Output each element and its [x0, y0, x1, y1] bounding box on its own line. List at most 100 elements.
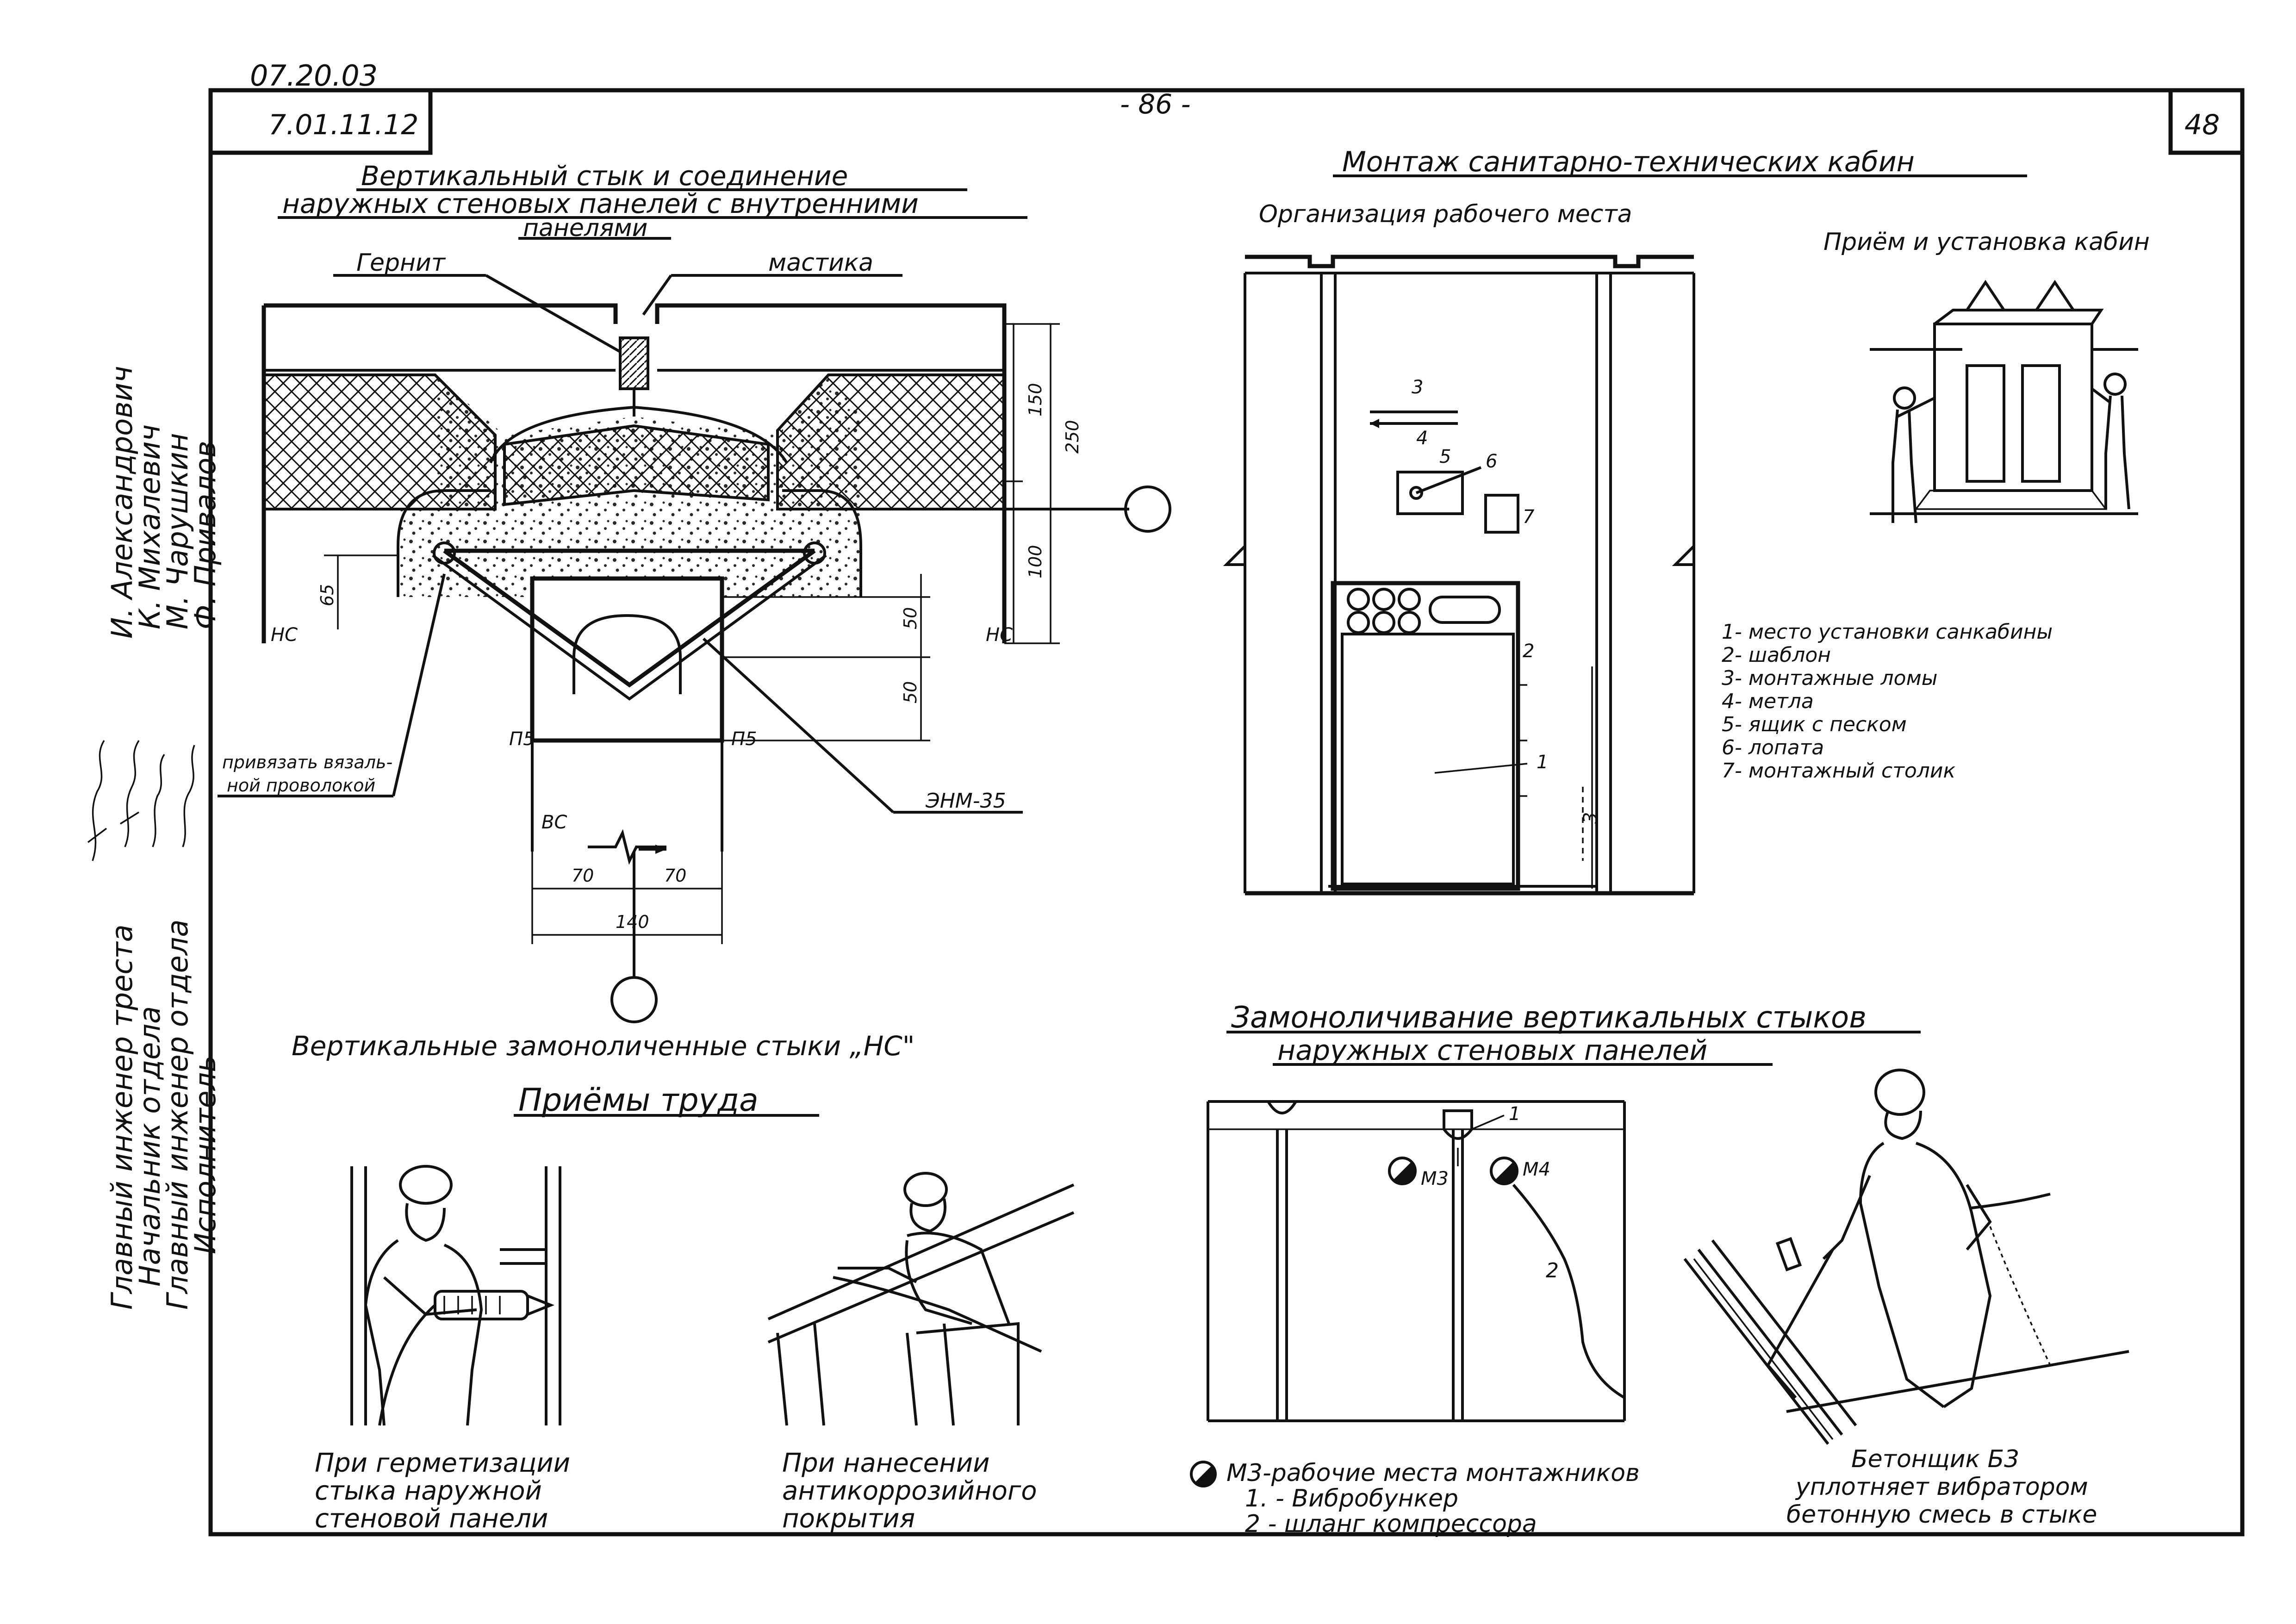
caption-sealing-line3: стеновой панели	[315, 1504, 548, 1534]
worker-coating-figure	[767, 1172, 1075, 1426]
elev-num-2: 2	[1546, 1259, 1559, 1282]
joint-caption: Вертикальные замоноличенные стыки „НС"	[292, 1030, 915, 1062]
label-mastic: мастика	[768, 249, 873, 277]
cabin-lift-sketch	[1870, 280, 2138, 523]
joint-title-line1: Вертикальный стык и соединение	[361, 160, 848, 192]
role-executor: Исполнитель	[188, 1055, 222, 1254]
caption-coating-line2: антикоррозийного	[782, 1476, 1037, 1506]
plan-num-7: 7	[1523, 506, 1535, 528]
label-tie-line2: ной проволокой	[227, 775, 375, 796]
label-gernit: Гернит	[356, 249, 446, 277]
caption-coating-line1: При нанесении	[782, 1448, 990, 1478]
bracket-bar-v	[443, 549, 816, 688]
install-title: Приём и установка кабин	[1823, 228, 2150, 256]
inner-panel	[530, 576, 724, 743]
name-privalov: Ф. Привалов	[188, 441, 222, 629]
plan-num-3b: 3	[1580, 812, 1601, 824]
role-chief-engineer: Главный инженер треста	[105, 924, 139, 1310]
concrete-worker-figure	[1683, 1069, 2129, 1445]
tie-leader	[392, 573, 446, 796]
worker-sealing-figure	[350, 1165, 561, 1426]
sealant-plug	[619, 336, 649, 390]
plan-num-5: 5	[1439, 446, 1451, 467]
bracket-end-right	[803, 541, 826, 565]
concreting-title-line1: Замоноличивание вертикальных стыков	[1231, 1001, 1867, 1035]
sheet-frame	[208, 88, 2245, 1537]
elev-num-1: 1	[1509, 1103, 1520, 1125]
legend-5: 5- ящик с песком	[1722, 713, 1907, 736]
bracket-end-left	[433, 541, 456, 565]
caption-sealing-line2: стыка наружной	[315, 1476, 542, 1506]
signature-block: Главный инженер треста Начальник отдела …	[87, 366, 222, 1310]
role-department-head: Начальник отдела	[133, 1006, 167, 1287]
workplace-title: Организация рабочего места	[1259, 200, 1632, 228]
bracket-bar-v-outer	[432, 554, 827, 701]
legend-6: 6- лопата	[1722, 736, 1824, 759]
dim-140: 140	[616, 912, 649, 932]
plan-num-3: 3	[1412, 377, 1423, 398]
workplace-plan	[1223, 255, 1695, 896]
concreting-section: Замоноличивание вертикальных стыков нару…	[1190, 1001, 2129, 1538]
label-p5-right: П5	[731, 728, 757, 750]
caption-coating-line3: покрытия	[782, 1504, 915, 1534]
caption-sealing-line1: При герметизации	[315, 1448, 570, 1478]
legend-7: 7- монтажный столик	[1722, 759, 1956, 783]
doc-code: 07.20.03	[250, 59, 378, 93]
plan-num-2: 2	[1523, 641, 1534, 662]
break-line	[588, 829, 666, 865]
joint-section: Вертикальный стык и соединение наружных …	[218, 160, 1171, 1062]
cabins-section: Монтаж санитарно-технических кабин Орган…	[1223, 146, 2150, 896]
signature-2	[120, 740, 140, 847]
concrete-right-curve	[782, 489, 862, 597]
plan-num-6: 6	[1486, 451, 1497, 472]
concreting-legend-line1: М3-рабочие места монтажников	[1226, 1459, 1640, 1487]
page-marker: - 86 -	[1120, 88, 1191, 120]
dim-50a: 50	[900, 607, 921, 629]
signature-4	[182, 745, 195, 847]
concreting-legend-line2: 1. - Вибробункер	[1245, 1485, 1458, 1512]
name-charushkin: М. Чарушкин	[161, 433, 194, 629]
sheet-code: 7.01.11.12	[268, 109, 418, 141]
sheet-number: 48	[2184, 109, 2220, 141]
label-nc-right: НС	[986, 624, 1013, 646]
vc-arrowhead	[655, 845, 666, 854]
dim-150: 150	[1025, 383, 1045, 417]
signature-3	[152, 754, 165, 847]
elev-m3: М3	[1421, 1168, 1449, 1189]
label-p5-left: П5	[509, 728, 535, 750]
sheet-number-box	[2168, 88, 2245, 155]
dim-250: 250	[1062, 420, 1083, 454]
dim-70a: 70	[572, 865, 594, 886]
legend-4: 4- метла	[1722, 690, 1814, 713]
mastic-leader	[642, 274, 672, 316]
name-mikhalevich: К. Михалевич	[133, 424, 167, 629]
labor-techniques: Приёмы труда При герметизации стыка нару…	[315, 1082, 1075, 1534]
plan-num-1: 1	[1537, 752, 1548, 773]
label-nc-left: НС	[271, 624, 298, 646]
dim-50b: 50	[900, 681, 921, 703]
label-tie-line1: привязать вязаль-	[222, 752, 392, 772]
legend-2: 2- шаблон	[1722, 643, 1831, 667]
axis-marker-bottom	[610, 976, 658, 1023]
signature-1	[87, 740, 107, 861]
label-bracket: ЭНМ-35	[925, 789, 1006, 813]
plan-num-4: 4	[1416, 428, 1428, 449]
joint-title-line2: наружных стеновых панелей с внутренними	[282, 188, 919, 219]
legend-3: 3- монтажные ломы	[1722, 666, 1938, 690]
axis-marker-right	[1124, 485, 1171, 533]
gernit-leader	[485, 274, 621, 353]
worker-caption-line2: уплотняет вибратором	[1795, 1473, 2088, 1501]
legend-workplace-icon-fill	[1195, 1465, 1215, 1486]
label-vc: ВС	[541, 812, 567, 833]
dim-70b: 70	[664, 865, 686, 886]
legend-1: 1- место установки санкабины	[1722, 620, 2053, 644]
role-dept-chief-engineer: Главный инженер отдела	[161, 920, 194, 1310]
cabins-title: Монтаж санитарно-технических кабин	[1342, 146, 1915, 178]
inner-panel-arch	[572, 614, 682, 694]
concrete-fill	[398, 375, 861, 597]
dim-100: 100	[1025, 545, 1045, 579]
worker-caption-line1: Бетонщик Б3	[1851, 1445, 2019, 1473]
concreting-title-line2: наружных стеновых панелей	[1277, 1034, 1707, 1067]
